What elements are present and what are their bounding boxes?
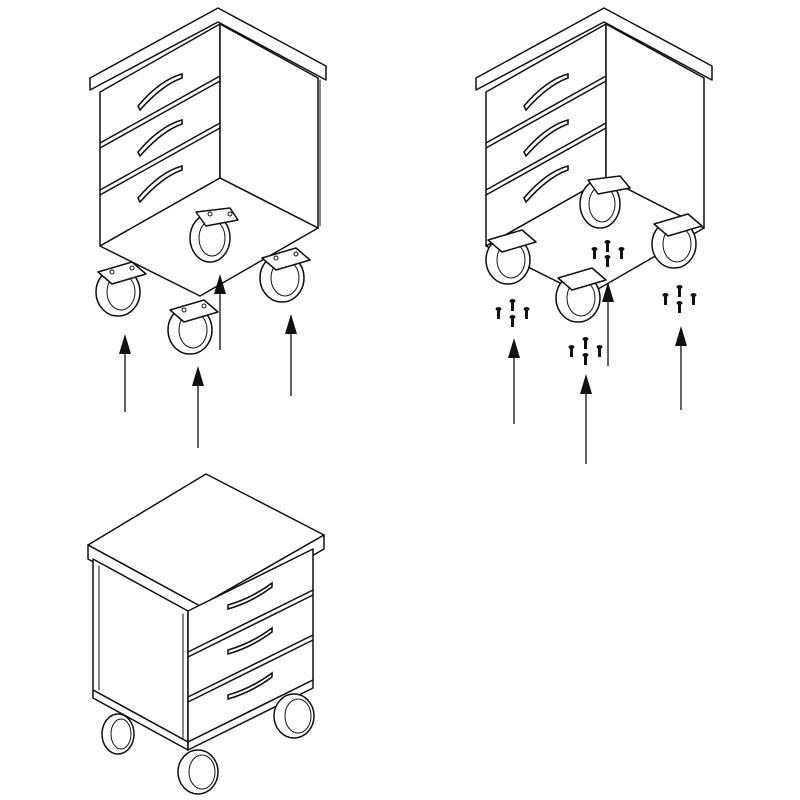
caster-wheel-icon	[259, 247, 311, 303]
drawer-handle	[523, 164, 569, 204]
drawer-divider	[99, 75, 221, 144]
screw-group	[591, 240, 625, 267]
drawer-handle	[137, 72, 183, 112]
drawer-handle	[523, 118, 569, 158]
caster-wheel-icon	[651, 213, 703, 269]
drawer-cabinet-icon	[87, 473, 325, 751]
screw-icon	[591, 247, 598, 259]
screw-icon	[604, 255, 611, 267]
caster-wheel-icon	[95, 261, 147, 317]
cabinet-bottom-view-1	[89, 7, 327, 297]
arrow-up-icon	[508, 338, 520, 424]
caster-wheel-icon	[485, 229, 537, 285]
screw-icon	[568, 345, 575, 357]
drawer-handle	[137, 164, 183, 204]
drawer-handle	[227, 626, 273, 656]
caster-wheel-icon	[101, 713, 135, 755]
caster-wheel-icon	[189, 207, 239, 263]
caster-wheel-icon	[167, 299, 219, 355]
screw-icon	[604, 240, 611, 252]
screw-group	[662, 285, 697, 313]
drawer-divider	[99, 80, 221, 149]
arrow-up-icon	[214, 274, 226, 350]
screw-group	[495, 299, 530, 327]
step-3-panel	[87, 473, 325, 795]
screw-icon	[618, 247, 625, 259]
screw-icon	[596, 345, 603, 357]
caster-wheel-icon	[579, 175, 631, 229]
caster-wheel-icon	[555, 267, 607, 323]
screw-icon	[523, 307, 530, 319]
drawer-handle	[227, 581, 273, 611]
screw-icon	[509, 315, 516, 327]
step-2-panel	[475, 7, 713, 464]
screw-icon	[582, 353, 589, 365]
cabinet-top-lip	[475, 7, 713, 91]
arrow-up-icon	[119, 334, 131, 412]
screw-icon	[495, 307, 502, 319]
arrow-up-icon	[675, 326, 687, 410]
drawer-handle	[137, 118, 183, 158]
screw-group	[568, 337, 603, 365]
screw-icon	[662, 293, 669, 305]
screw-icon	[690, 293, 697, 305]
cabinet-bottom	[485, 177, 705, 297]
drawer-divider	[99, 122, 221, 191]
caster-wheel-icon	[177, 749, 219, 795]
drawer-handle	[523, 72, 569, 112]
arrow-up-icon	[602, 282, 614, 366]
cabinet-bottom-view-2	[475, 7, 713, 297]
drawer-divider	[99, 127, 221, 196]
screw-icon	[509, 299, 516, 311]
step-1-panel	[89, 7, 327, 448]
cabinet-top-lip	[89, 7, 327, 91]
drawer-handle	[227, 671, 273, 701]
arrow-up-icon	[192, 366, 204, 448]
screw-icon	[676, 285, 683, 297]
screw-icon	[676, 301, 683, 313]
arrow-up-icon	[580, 374, 592, 464]
caster-wheel-icon	[273, 693, 315, 739]
screw-icon	[582, 337, 589, 349]
arrow-up-icon	[285, 314, 297, 396]
